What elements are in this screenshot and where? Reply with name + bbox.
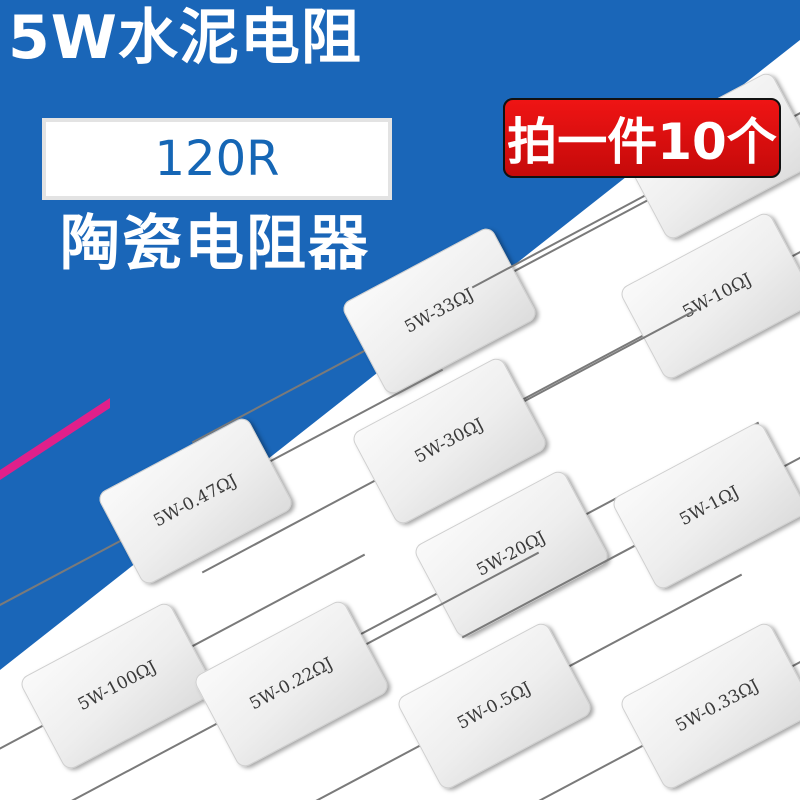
resistor-marking: 5W-0.47ΩJ xyxy=(150,470,241,532)
resistor-marking: 5W-33ΩJ xyxy=(401,284,478,338)
quantity-badge-overlay: 拍一件10个 xyxy=(503,98,781,178)
product-subtitle: 陶瓷电阻器 xyxy=(60,209,370,279)
resistor-marking: 5W-0.33ΩJ xyxy=(672,675,763,737)
resistor-marking: 5W-30ΩJ xyxy=(411,414,488,468)
quantity-badge-overlay-text: 拍一件10个 xyxy=(507,113,777,171)
resistance-value-box: 120R xyxy=(42,118,392,200)
resistor-marking: 5W-0.22ΩJ xyxy=(246,653,337,715)
resistor-marking: 5W-10ΩJ xyxy=(679,269,756,323)
magenta-accent-stripe xyxy=(0,398,110,480)
resistor-marking: 5W-100ΩJ xyxy=(74,656,161,716)
product-title: 5W水泥电阻 xyxy=(8,3,362,73)
resistor-marking: 5W-1ΩJ xyxy=(676,482,743,530)
resistance-value: 120R xyxy=(154,131,280,187)
resistor-marking: 5W-0.5ΩJ xyxy=(454,678,535,734)
